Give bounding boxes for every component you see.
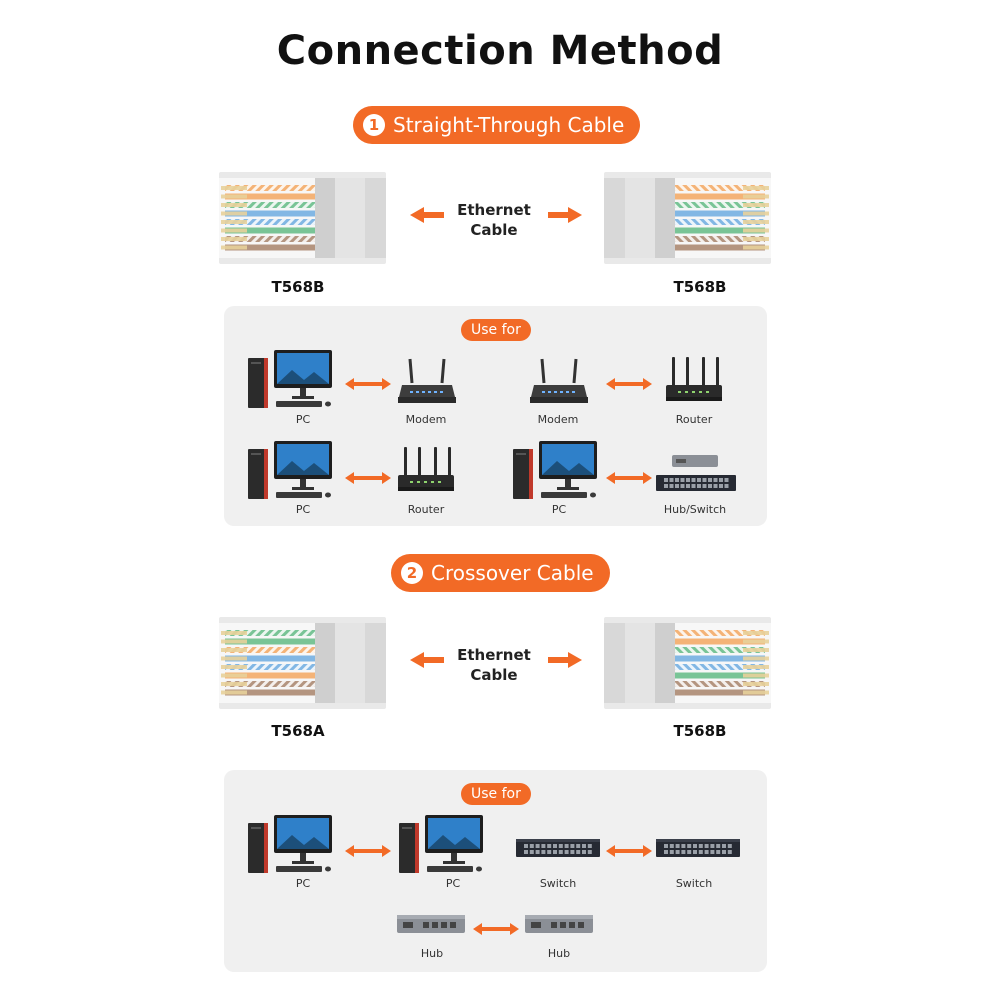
connector-label-right-1: T568B: [673, 278, 727, 296]
device-label: PC: [295, 877, 311, 890]
double-arrow-icon: [473, 923, 519, 935]
device-label: Hub: [547, 947, 571, 960]
ethernet-cable-label-2: Ethernet Cable: [434, 645, 554, 685]
arrow-right-icon: [548, 207, 582, 223]
double-arrow-icon: [345, 472, 391, 484]
double-arrow-icon: [345, 378, 391, 390]
modem-icon: [398, 358, 456, 403]
arrow-right-icon: [548, 652, 582, 668]
double-arrow-icon: [606, 378, 652, 390]
rj45-connector-right-1: [604, 172, 771, 264]
connector-label-left-2: T568A: [271, 722, 325, 740]
device-label: Router: [407, 503, 445, 516]
pc-icon: [248, 350, 332, 408]
arrow-left-icon: [410, 652, 444, 668]
pc-icon: [248, 815, 332, 873]
hub-icon: [525, 915, 593, 933]
device-label: Switch: [675, 877, 713, 890]
device-label: Hub/Switch: [663, 503, 727, 516]
device-label: Modem: [537, 413, 579, 426]
arrow-left-icon: [410, 207, 444, 223]
switch-icon: [656, 839, 740, 857]
router-icon: [666, 357, 722, 401]
device-label: PC: [551, 503, 567, 516]
double-arrow-icon: [606, 845, 652, 857]
rj45-connector-right-2: [604, 617, 771, 709]
cable-label-line2: Cable: [470, 666, 518, 684]
double-arrow-icon: [606, 472, 652, 484]
router-icon: [398, 447, 454, 491]
use-for-badge-1: Use for: [461, 319, 531, 341]
ethernet-cable-label-1: Ethernet Cable: [434, 200, 554, 240]
connector-label-right-2: T568B: [673, 722, 727, 740]
cable-label-line2: Cable: [470, 221, 518, 239]
section-1-number: 1: [363, 114, 385, 136]
device-label: PC: [295, 413, 311, 426]
cable-label-line1: Ethernet: [457, 646, 531, 664]
section-2-pill: 2 Crossover Cable: [391, 554, 610, 592]
pc-icon: [513, 441, 597, 499]
cable-label-line1: Ethernet: [457, 201, 531, 219]
device-label: Modem: [405, 413, 447, 426]
section-2-title: Crossover Cable: [431, 561, 594, 585]
hub-switch-icon: [656, 455, 736, 491]
modem-icon: [530, 358, 588, 403]
rj45-connector-left-2: [219, 617, 386, 709]
section-1-title: Straight-Through Cable: [393, 113, 625, 137]
pc-icon: [399, 815, 483, 873]
device-label: PC: [445, 877, 461, 890]
double-arrow-icon: [345, 845, 391, 857]
page-title: Connection Method: [276, 28, 724, 74]
device-label: Switch: [539, 877, 577, 890]
section-2-number: 2: [401, 562, 423, 584]
connector-label-left-1: T568B: [271, 278, 325, 296]
pc-icon: [248, 441, 332, 499]
hub-icon: [397, 915, 465, 933]
rj45-connector-left-1: [219, 172, 386, 264]
use-for-badge-2: Use for: [461, 783, 531, 805]
device-label: Router: [675, 413, 713, 426]
device-label: Hub: [420, 947, 444, 960]
device-label: PC: [295, 503, 311, 516]
switch-icon: [516, 839, 600, 857]
section-1-pill: 1 Straight-Through Cable: [353, 106, 641, 144]
